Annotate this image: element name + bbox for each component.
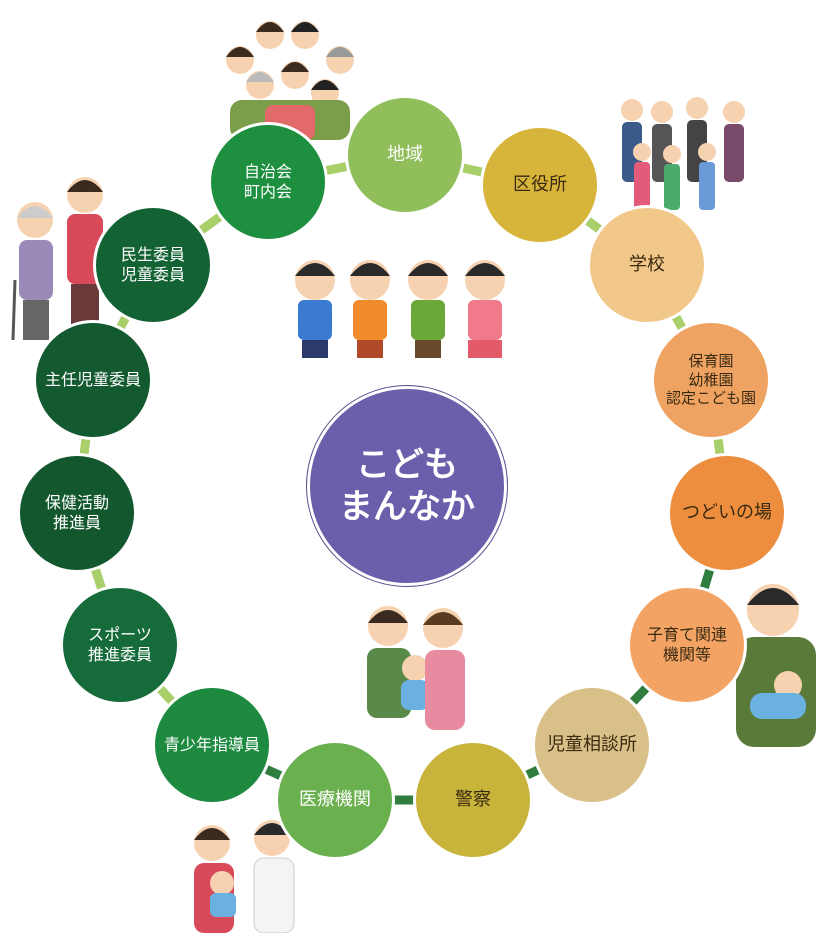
crowd-illustration <box>226 21 354 140</box>
node-hoikuen: 保育園 幼稚園 認定こども園 <box>651 320 771 440</box>
node-shunin: 主任児童委員 <box>33 320 153 440</box>
node-label: 地域 <box>387 143 423 165</box>
node-jidosodan: 児童相談所 <box>532 685 652 805</box>
cheering-children-illustration <box>295 260 505 358</box>
node-tsudoi: つどいの場 <box>667 453 787 573</box>
node-label: 児童相談所 <box>547 733 637 755</box>
node-iryo: 医療機関 <box>275 740 395 860</box>
center-label: こども まんなか <box>339 444 475 528</box>
node-keisatsu: 警察 <box>413 740 533 860</box>
node-label: 青少年指導員 <box>163 735 260 754</box>
node-label: 主任児童委員 <box>44 370 141 389</box>
node-label: つどいの場 <box>682 501 772 523</box>
node-label: 民生委員 児童委員 <box>120 245 185 284</box>
node-label: 医療機関 <box>299 788 371 810</box>
center-circle: こども まんなか <box>307 386 507 586</box>
father-holding-baby-illustration <box>736 584 816 747</box>
node-minsei: 民生委員 児童委員 <box>93 205 213 325</box>
node-kosodate: 子育て関連 機関等 <box>627 585 747 705</box>
node-chiiki: 地域 <box>345 95 465 215</box>
node-label: 区役所 <box>513 173 567 195</box>
node-sports: スポーツ 推進委員 <box>60 585 180 705</box>
node-label: 保育園 幼稚園 認定こども園 <box>665 351 756 408</box>
node-label: 子育て関連 機関等 <box>646 625 727 664</box>
node-label: 警察 <box>455 788 491 810</box>
family-group-illustration <box>621 97 745 210</box>
node-gakko: 学校 <box>587 205 707 325</box>
node-kuyakusho: 区役所 <box>480 125 600 245</box>
parents-with-baby-illustration <box>367 606 465 730</box>
node-hoken: 保健活動 推進員 <box>17 453 137 573</box>
node-jichikai: 自治会 町内会 <box>208 122 328 242</box>
node-label: 学校 <box>629 253 665 275</box>
node-label: 保健活動 推進員 <box>44 493 109 532</box>
node-label: スポーツ 推進委員 <box>87 625 152 664</box>
doctor-illustration <box>194 820 295 933</box>
node-label: 自治会 町内会 <box>243 162 292 201</box>
node-seishonen: 青少年指導員 <box>152 685 272 805</box>
